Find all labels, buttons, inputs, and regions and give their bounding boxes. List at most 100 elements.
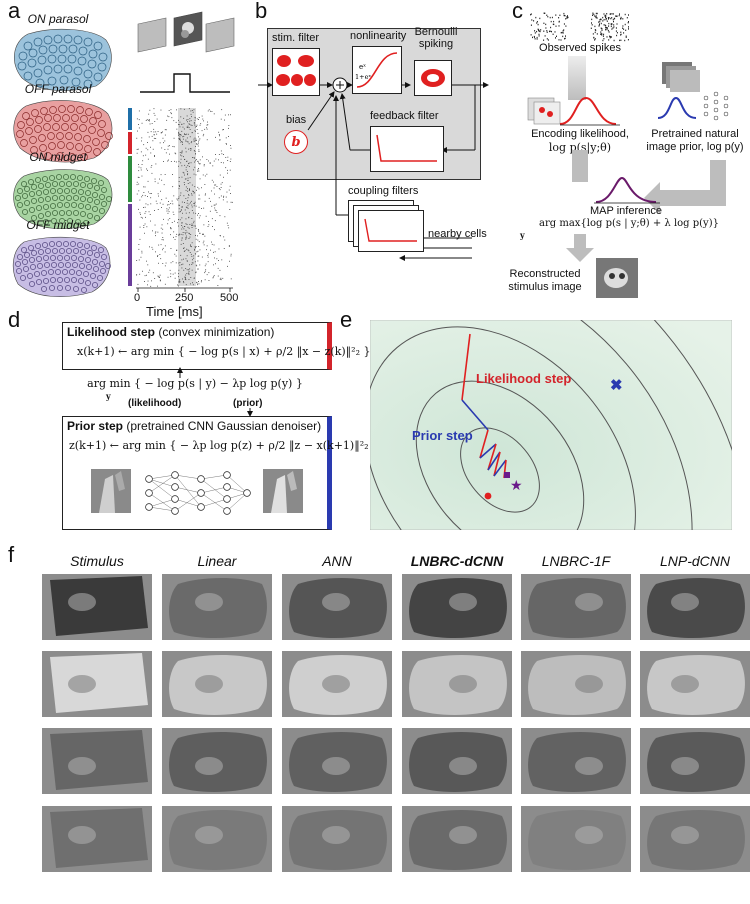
reconstruction-cell [42,806,152,872]
glm-wiring [258,77,489,261]
objective-eq: arg min { − log p(s | y) − λp log p(y) } [87,377,303,390]
mosaic-label: ON midget [29,150,87,164]
coupling-box-1 [358,210,424,252]
reconstruction-cell [42,651,152,717]
reconstruction-blob [50,730,148,790]
raster-bar-on-midget [128,156,132,202]
bias-label: bias [286,114,307,126]
denoised-image [263,469,303,513]
map-inference-label: MAP inference [590,205,662,217]
likelihood-tag: (likelihood) [128,398,182,409]
raster-xtick-0: 0 [134,292,141,304]
reconstruction-cell [521,574,631,640]
reconstruction-blob [50,653,148,713]
reconstruction-cell [162,728,272,794]
reconstruction-cell [640,651,750,717]
optimization-landscape: ★ ✖ [370,320,732,530]
trajectory [461,333,507,479]
panel-label-d: d [8,307,21,332]
panel-label-b: b [255,0,268,23]
panel-label-e: e [340,307,353,332]
posterior-plot [594,176,660,204]
reconstruction-cell [282,728,392,794]
iterate-square [504,472,510,478]
reconstruction-blob [50,576,148,636]
recon-arrow [566,234,594,262]
stimulus-sequence [137,11,235,93]
encoding-likelihood-label: Encoding likelihood, [531,128,629,140]
raster-bar-on-parasol [128,108,132,130]
reconstruction-cell [402,806,512,872]
prior-minimum-x: ✖ [610,377,623,394]
raster-bar-off-parasol [128,132,132,154]
mosaic-blob [13,100,113,163]
reconstruction-cell [640,574,750,640]
feedback-label: feedback filter [370,110,439,122]
raster-xtick-500: 500 [220,292,239,304]
down-arrow-light [568,56,586,100]
feedback-box [370,126,444,172]
mosaic-on-parasol: ON parasol [8,12,118,92]
prior-step-eq: z(k+1) ← arg min { − λp log p(z) + ρ/2 ‖… [69,439,380,452]
prior-step-annotation: Prior step [412,428,473,443]
prior-label-1: Pretrained natural [651,128,739,140]
mosaic-label: OFF parasol [24,82,92,96]
mosaic-blob [13,169,113,229]
mosaic-blob [14,28,112,91]
reconstruction-cell [402,728,512,794]
reconstruction-cell [402,574,512,640]
nonlinearity-label: nonlinearity [350,30,407,42]
reconstruction-blob [528,578,626,638]
col-header-lnbrc-1f: LNBRC-1F [541,553,611,569]
bias-circle: b [284,130,308,154]
prior-step-title: Prior step [67,419,124,433]
likelihood-step-annotation: Likelihood step [476,371,572,386]
mosaic-off-midget: OFF midget [8,218,118,303]
coupling-label: coupling filters [348,185,419,197]
likelihood-step-subtitle: (convex minimization) [158,325,275,339]
col-header-stimulus: Stimulus [70,553,124,569]
reconstruction-cell [162,574,272,640]
reconstruction-cell [282,806,392,872]
reconstruction-cell [162,651,272,717]
reconstruction-cell [640,806,750,872]
cnn-icon [145,471,251,515]
reconstruction-cell [42,574,152,640]
bias-symbol: b [291,135,301,150]
panel-label-f: f [8,542,15,567]
mosaic-label: OFF midget [26,218,90,232]
nearby-cells-label: nearby cells [428,228,487,240]
reconstruction-cell [640,728,750,794]
mosaic-blob [12,236,111,297]
svg-text:eˣ: eˣ [359,63,366,71]
recon-image [596,258,638,298]
mosaic-label: ON parasol [27,12,89,26]
reconstruction-blob [50,808,148,868]
reconstruction-cell [282,651,392,717]
prior-step-subtitle: (pretrained CNN Gaussian denoiser) [126,419,322,433]
reconstruction-blob [647,578,745,638]
svg-text:1+eˣ: 1+eˣ [355,73,371,81]
objective-eq-sub: y [106,391,111,401]
raster-bar-off-midget [128,204,132,286]
encoding-icons [520,94,630,128]
likelihood-minimum-dot [484,492,492,500]
prior-tag: (prior) [233,398,263,409]
reconstruction-cell [521,806,631,872]
likelihood-step-box: Likelihood step (convex minimization) x(… [62,322,370,370]
panel-label-c: c [512,0,523,23]
col-header-linear: Linear [197,553,237,569]
map-eq: arg max{log p(s | y;θ) + λ log p(y)} [539,218,719,229]
likelihood-step-eq: x(k+1) ← arg min { − log p(s | x) + ρ/2 … [77,345,371,358]
col-header-lnbrc-dcnn: LNBRC-dCNN [410,553,504,569]
inference-arrows [572,150,726,214]
stim-filter-box [272,48,320,96]
prior-label-2: image prior, log p(y) [646,141,744,153]
prior-step-box: Prior step (pretrained CNN Gaussian deno… [62,416,379,530]
reconstruction-cell [521,728,631,794]
reconstruction-cell [162,806,272,872]
mosaic-on-midget: ON midget [8,150,118,230]
bernoulli-box [414,60,452,96]
objective-arrows [177,367,253,416]
encoding-likelihood-eq: log p(s|y;θ) [548,141,612,154]
